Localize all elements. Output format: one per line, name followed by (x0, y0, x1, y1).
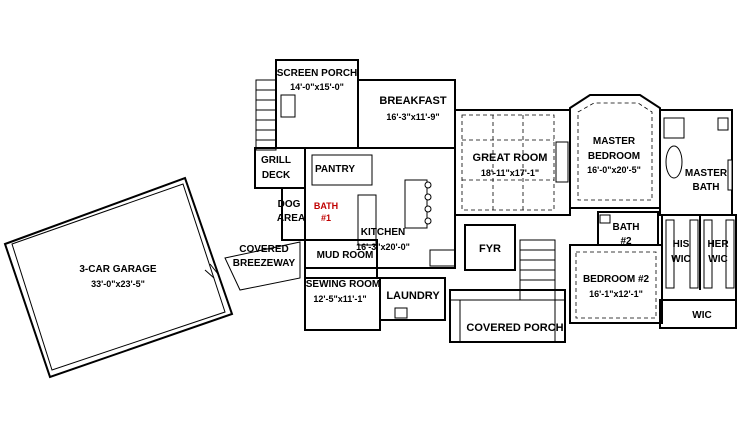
sewing-room-dim: 12'-5"x11'-1" (313, 294, 366, 304)
dog-area-label-1: DOG (278, 199, 301, 210)
mud-room-label: MUD ROOM (317, 250, 374, 261)
kitchen-label: KITCHEN (361, 227, 405, 238)
his-wic-label-2: WIC (671, 254, 690, 265)
covered-breezeway-label-2: BREEZEWAY (233, 258, 296, 269)
breakfast-label: BREAKFAST (379, 95, 447, 107)
breakfast-dim: 16'-3"x11'-9" (386, 112, 439, 122)
bath1-label-1: BATH (314, 201, 338, 211)
her-wic-label-2: WIC (708, 254, 727, 265)
sewing-room-label: SEWING ROOM (306, 279, 380, 290)
bath2-label-2: #2 (620, 236, 632, 247)
master-bedroom-dim: 16'-0"x20'-5" (587, 165, 641, 175)
garage-block (3, 176, 234, 379)
breezeway-structure (224, 241, 301, 291)
fyr-label: FYR (479, 243, 501, 255)
her-wic-label-1: HER (707, 239, 729, 250)
grill-deck-label-2: DECK (262, 170, 291, 181)
master-bedroom-label-2: BEDROOM (588, 151, 640, 162)
laundry-label: LAUNDRY (386, 290, 440, 302)
grill-deck-label-1: GRILL (261, 155, 291, 166)
great-room-label: GREAT ROOM (473, 152, 548, 164)
main-walls (254, 59, 737, 343)
great-room-dim: 18'-11"x17'-1" (481, 168, 539, 178)
covered-breezeway-label-1: COVERED (239, 244, 288, 255)
master-bath-label-1: MASTER (685, 168, 728, 179)
covered-porch-label: COVERED PORCH (466, 322, 563, 334)
bath1-label-2: #1 (321, 213, 331, 223)
master-bedroom-label-1: MASTER (593, 136, 636, 147)
screen-porch-label: SCREEN PORCH (277, 68, 358, 79)
pantry-label: PANTRY (315, 164, 355, 175)
wic-label: WIC (692, 310, 711, 321)
screen-porch-dim: 14'-0"x15'-0" (290, 82, 344, 92)
garage-dim: 33'-0"x23'-5" (91, 279, 145, 289)
master-bath-label-2: BATH (692, 182, 719, 193)
his-wic-label-1: HIS (673, 239, 690, 250)
bedroom2-dim: 16'-1"x12'-1" (589, 289, 643, 299)
kitchen-dim: 16'-3"x20'-0" (356, 242, 410, 252)
bath2-label-1: BATH (612, 222, 639, 233)
bedroom2-label: BEDROOM #2 (583, 274, 650, 285)
garage-label: 3-CAR GARAGE (79, 264, 157, 275)
dog-area-label-2: AREA (277, 213, 305, 224)
